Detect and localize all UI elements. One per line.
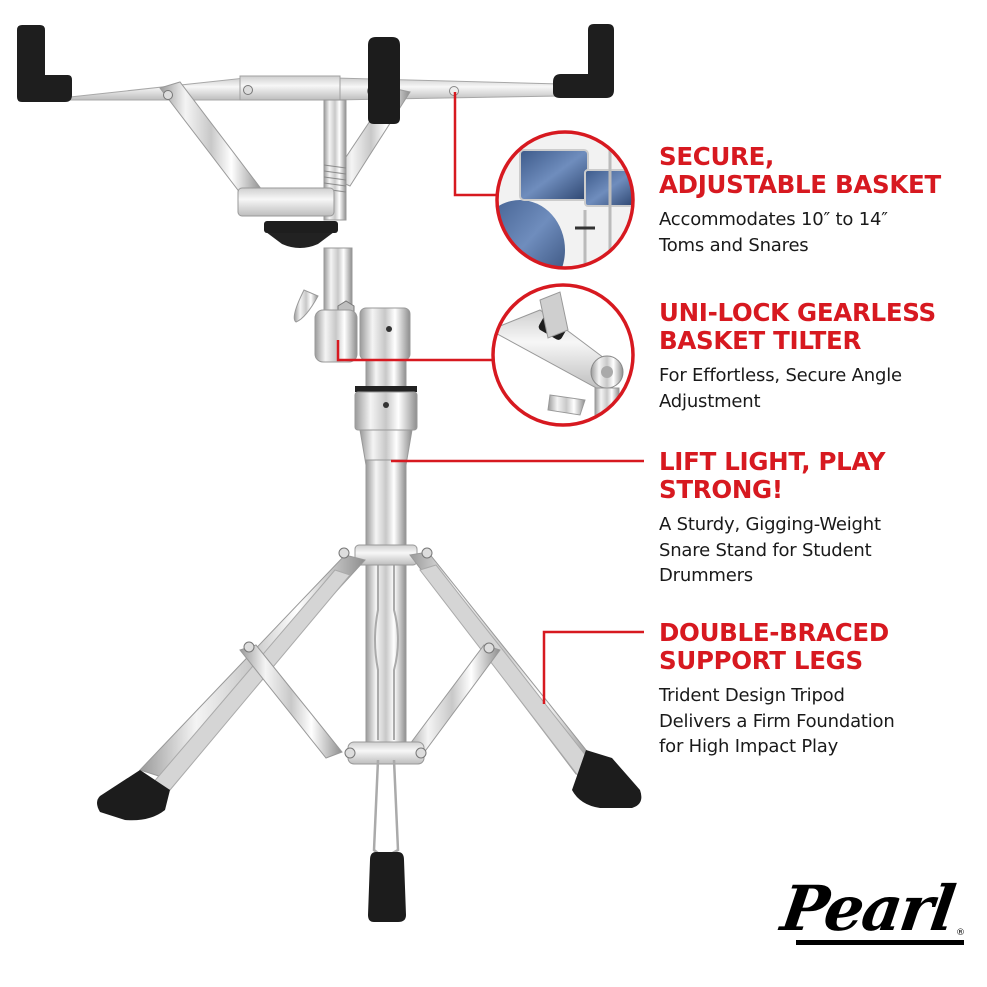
description-line: Drummers (659, 565, 753, 586)
description-line: A Sturdy, Gigging-Weight (659, 514, 881, 535)
heading-line: UNI-LOCK GEARLESS (659, 298, 936, 327)
leader-line-legs (542, 630, 644, 704)
tripod-legs (97, 544, 642, 922)
heading-line: LIFT LIGHT, PLAY (659, 447, 886, 476)
logo-underline (796, 940, 964, 945)
feature-description: Trident Design Tripod Delivers a Firm Fo… (659, 683, 979, 760)
tilter-closeup-inset (491, 283, 635, 427)
pearl-logo: Pearl ® (776, 872, 978, 962)
heading-line: BASKET TILTER (659, 326, 862, 355)
feature-adjustable-basket: SECURE, ADJUSTABLE BASKET Accommodates 1… (659, 143, 979, 258)
basket (17, 24, 614, 248)
leader-line-tilter (336, 340, 493, 362)
right-foot (572, 750, 642, 808)
feature-heading: DOUBLE-BRACED SUPPORT LEGS (659, 619, 979, 675)
feature-support-legs: DOUBLE-BRACED SUPPORT LEGS Trident Desig… (659, 619, 979, 760)
right-grip (553, 24, 614, 98)
feature-basket-tilter: UNI-LOCK GEARLESS BASKET TILTER For Effo… (659, 299, 979, 414)
description-line: Delivers a Firm Foundation (659, 710, 895, 732)
heading-line: SUPPORT LEGS (659, 646, 863, 675)
heading-line: SECURE, (659, 142, 775, 171)
leader-lines (336, 92, 644, 704)
center-grip (368, 37, 400, 124)
feature-description: For Effortless, Secure Angle Adjustment (659, 363, 979, 414)
feature-heading: LIFT LIGHT, PLAY STRONG! (659, 448, 979, 504)
heading-line: DOUBLE-BRACED (659, 618, 889, 647)
feature-description: A Sturdy, Gigging-Weight Snare Stand for… (659, 512, 979, 589)
registered-mark: ® (956, 928, 965, 938)
left-grip (17, 25, 72, 102)
heading-line: STRONG! (659, 475, 783, 504)
basket-tilter (293, 247, 411, 363)
feature-description: Accommodates 10″ to 14″ Toms and Snares (659, 207, 979, 258)
description-line: For Effortless, Secure Angle (659, 365, 902, 386)
center-tube (354, 359, 418, 751)
description-line: for High Impact Play (659, 736, 839, 757)
front-foot (368, 852, 406, 922)
feature-heading: UNI-LOCK GEARLESS BASKET TILTER (659, 299, 979, 355)
feature-lift-light: LIFT LIGHT, PLAY STRONG! A Sturdy, Giggi… (659, 448, 979, 589)
description-line: Snare Stand for Student (659, 539, 872, 561)
description-line: Trident Design Tripod (659, 685, 845, 706)
drum-kit-inset (495, 130, 635, 270)
description-line: Accommodates 10″ to 14″ (659, 209, 888, 230)
logo-wordmark: Pearl (776, 872, 958, 945)
description-line: Toms and Snares (659, 234, 809, 256)
left-foot (97, 770, 170, 821)
leader-line-basket (453, 92, 497, 197)
description-line: Adjustment (659, 390, 761, 412)
heading-line: ADJUSTABLE BASKET (659, 170, 941, 199)
feature-heading: SECURE, ADJUSTABLE BASKET (659, 143, 979, 199)
